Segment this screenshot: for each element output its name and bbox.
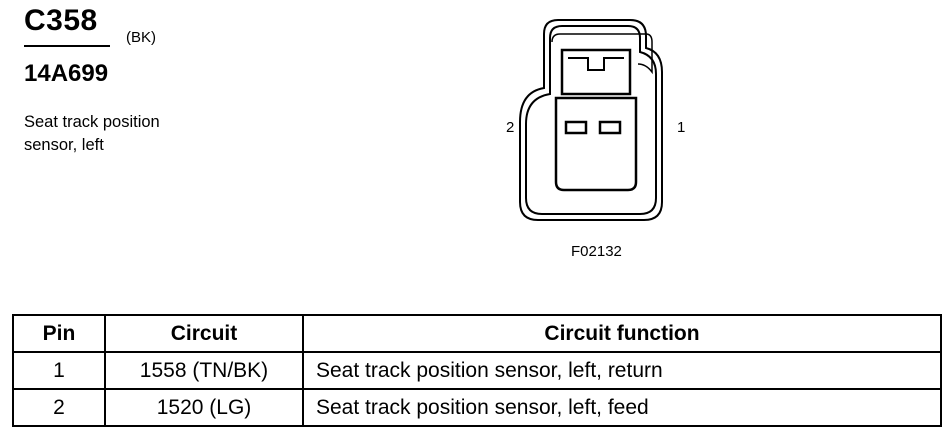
- cell-pin: 2: [12, 388, 106, 427]
- connector-cavity-outline: [551, 33, 653, 75]
- cell-pin: 1: [12, 351, 106, 390]
- cell-function: Seat track position sensor, left, return: [302, 351, 942, 390]
- connector-housing-outer: [519, 19, 663, 221]
- connector-latch: [560, 48, 632, 96]
- connector-color-code: (BK): [126, 29, 156, 46]
- pin-label-2: 2: [506, 119, 515, 136]
- part-number: 14A699: [24, 60, 109, 87]
- title-underline: [24, 45, 110, 47]
- table-row: 2 1520 (LG) Seat track position sensor, …: [12, 388, 942, 427]
- cell-circuit: 1558 (TN/BK): [104, 351, 304, 390]
- table-row: 1 1558 (TN/BK) Seat track position senso…: [12, 351, 942, 390]
- connector-latch-notch: [568, 57, 624, 71]
- pin-table: Pin Circuit Circuit function 1 1558 (TN/…: [12, 314, 942, 427]
- connector-description-line1: Seat track position: [24, 113, 160, 131]
- connector-id: C358: [24, 4, 98, 37]
- figure-id: F02132: [571, 243, 622, 260]
- header-circuit: Circuit: [104, 314, 304, 353]
- terminal-body: [554, 96, 638, 192]
- pin-label-1: 1: [677, 119, 686, 136]
- header-pin: Pin: [12, 314, 106, 353]
- terminal-cavity-pin-1: [598, 120, 622, 135]
- connector-description-line2: sensor, left: [24, 136, 104, 154]
- cell-function: Seat track position sensor, left, feed: [302, 388, 942, 427]
- terminal-cavity-pin-2: [564, 120, 588, 135]
- header-circuit-function: Circuit function: [302, 314, 942, 353]
- connector-housing-inner: [525, 25, 657, 215]
- table-header-row: Pin Circuit Circuit function: [12, 314, 942, 353]
- connector-face-diagram: [519, 19, 663, 221]
- cell-circuit: 1520 (LG): [104, 388, 304, 427]
